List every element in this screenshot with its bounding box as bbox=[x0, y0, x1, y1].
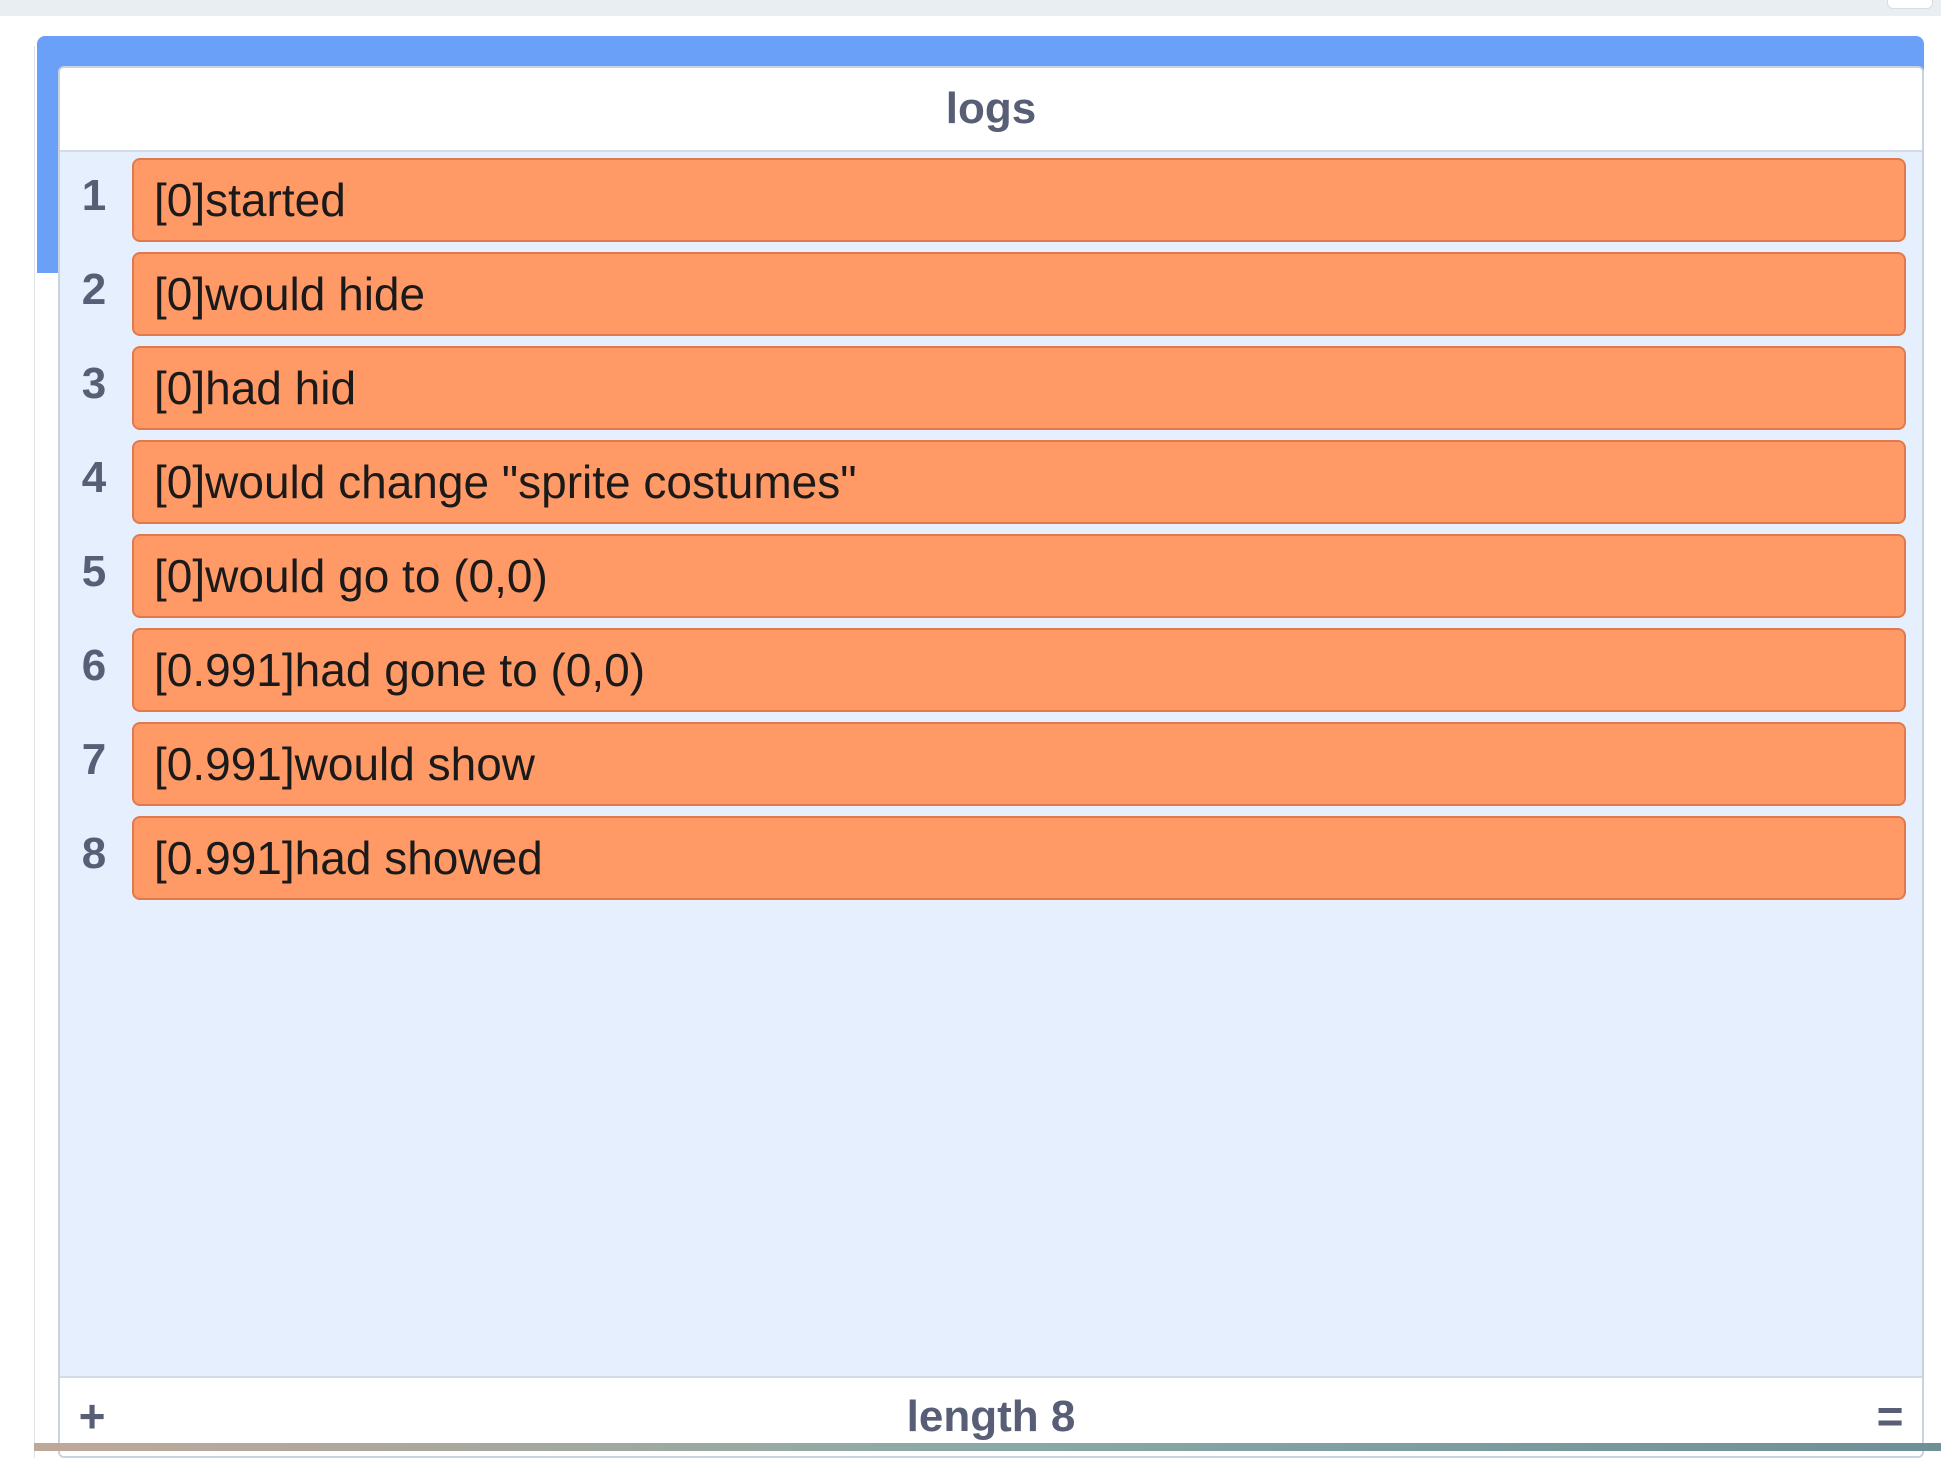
browser-top-bar bbox=[0, 0, 1941, 16]
list-monitor: logs 1 [0]started 2 [0]would hide 3 [0]had hi… bbox=[58, 66, 1924, 1458]
list-row-index: 8 bbox=[81, 829, 107, 878]
list-item-value[interactable]: [0.991]had showed bbox=[132, 816, 1906, 900]
stage-edge-line bbox=[34, 46, 35, 1458]
list-row: 1 [0]started bbox=[60, 152, 1922, 242]
list-item-value[interactable]: [0]would hide bbox=[132, 252, 1906, 336]
list-footer: + length 8 = bbox=[60, 1376, 1922, 1456]
add-item-button[interactable]: + bbox=[78, 1390, 106, 1442]
list-row-index: 1 bbox=[81, 171, 107, 220]
top-corner-tab bbox=[1887, 0, 1933, 9]
list-row: 2 [0]would hide bbox=[60, 246, 1922, 336]
list-item-value[interactable]: [0]would go to (0,0) bbox=[132, 534, 1906, 618]
list-item-value[interactable]: [0.991]had gone to (0,0) bbox=[132, 628, 1906, 712]
list-row-index: 7 bbox=[81, 735, 107, 784]
list-title: logs bbox=[945, 84, 1037, 133]
list-row-index: 6 bbox=[81, 641, 107, 690]
list-item-value[interactable]: [0]would change "sprite costumes" bbox=[132, 440, 1906, 524]
stage-area: logs 1 [0]started 2 [0]would hide 3 [0]had hi… bbox=[0, 16, 1941, 1458]
list-item-value[interactable]: [0]had hid bbox=[132, 346, 1906, 430]
bottom-strip bbox=[34, 1443, 1941, 1451]
list-length-label: length 8 bbox=[906, 1392, 1076, 1441]
list-row: 7 [0.991]would show bbox=[60, 716, 1922, 806]
list-item-value[interactable]: [0.991]would show bbox=[132, 722, 1906, 806]
list-row: 8 [0.991]had showed bbox=[60, 810, 1922, 900]
resize-handle[interactable]: = bbox=[1876, 1390, 1904, 1442]
list-row: 4 [0]would change "sprite costumes" bbox=[60, 434, 1922, 524]
list-header: logs bbox=[60, 68, 1922, 152]
list-item-value[interactable]: [0]started bbox=[132, 158, 1906, 242]
list-body[interactable]: 1 [0]started 2 [0]would hide 3 [0]had hid 4 [0]… bbox=[60, 152, 1922, 1376]
list-row: 5 [0]would go to (0,0) bbox=[60, 528, 1922, 618]
list-row-index: 2 bbox=[81, 265, 107, 314]
list-row: 6 [0.991]had gone to (0,0) bbox=[60, 622, 1922, 712]
list-row-index: 4 bbox=[81, 453, 107, 502]
list-row-index: 5 bbox=[81, 547, 107, 596]
list-row: 3 [0]had hid bbox=[60, 340, 1922, 430]
list-row-index: 3 bbox=[81, 359, 107, 408]
